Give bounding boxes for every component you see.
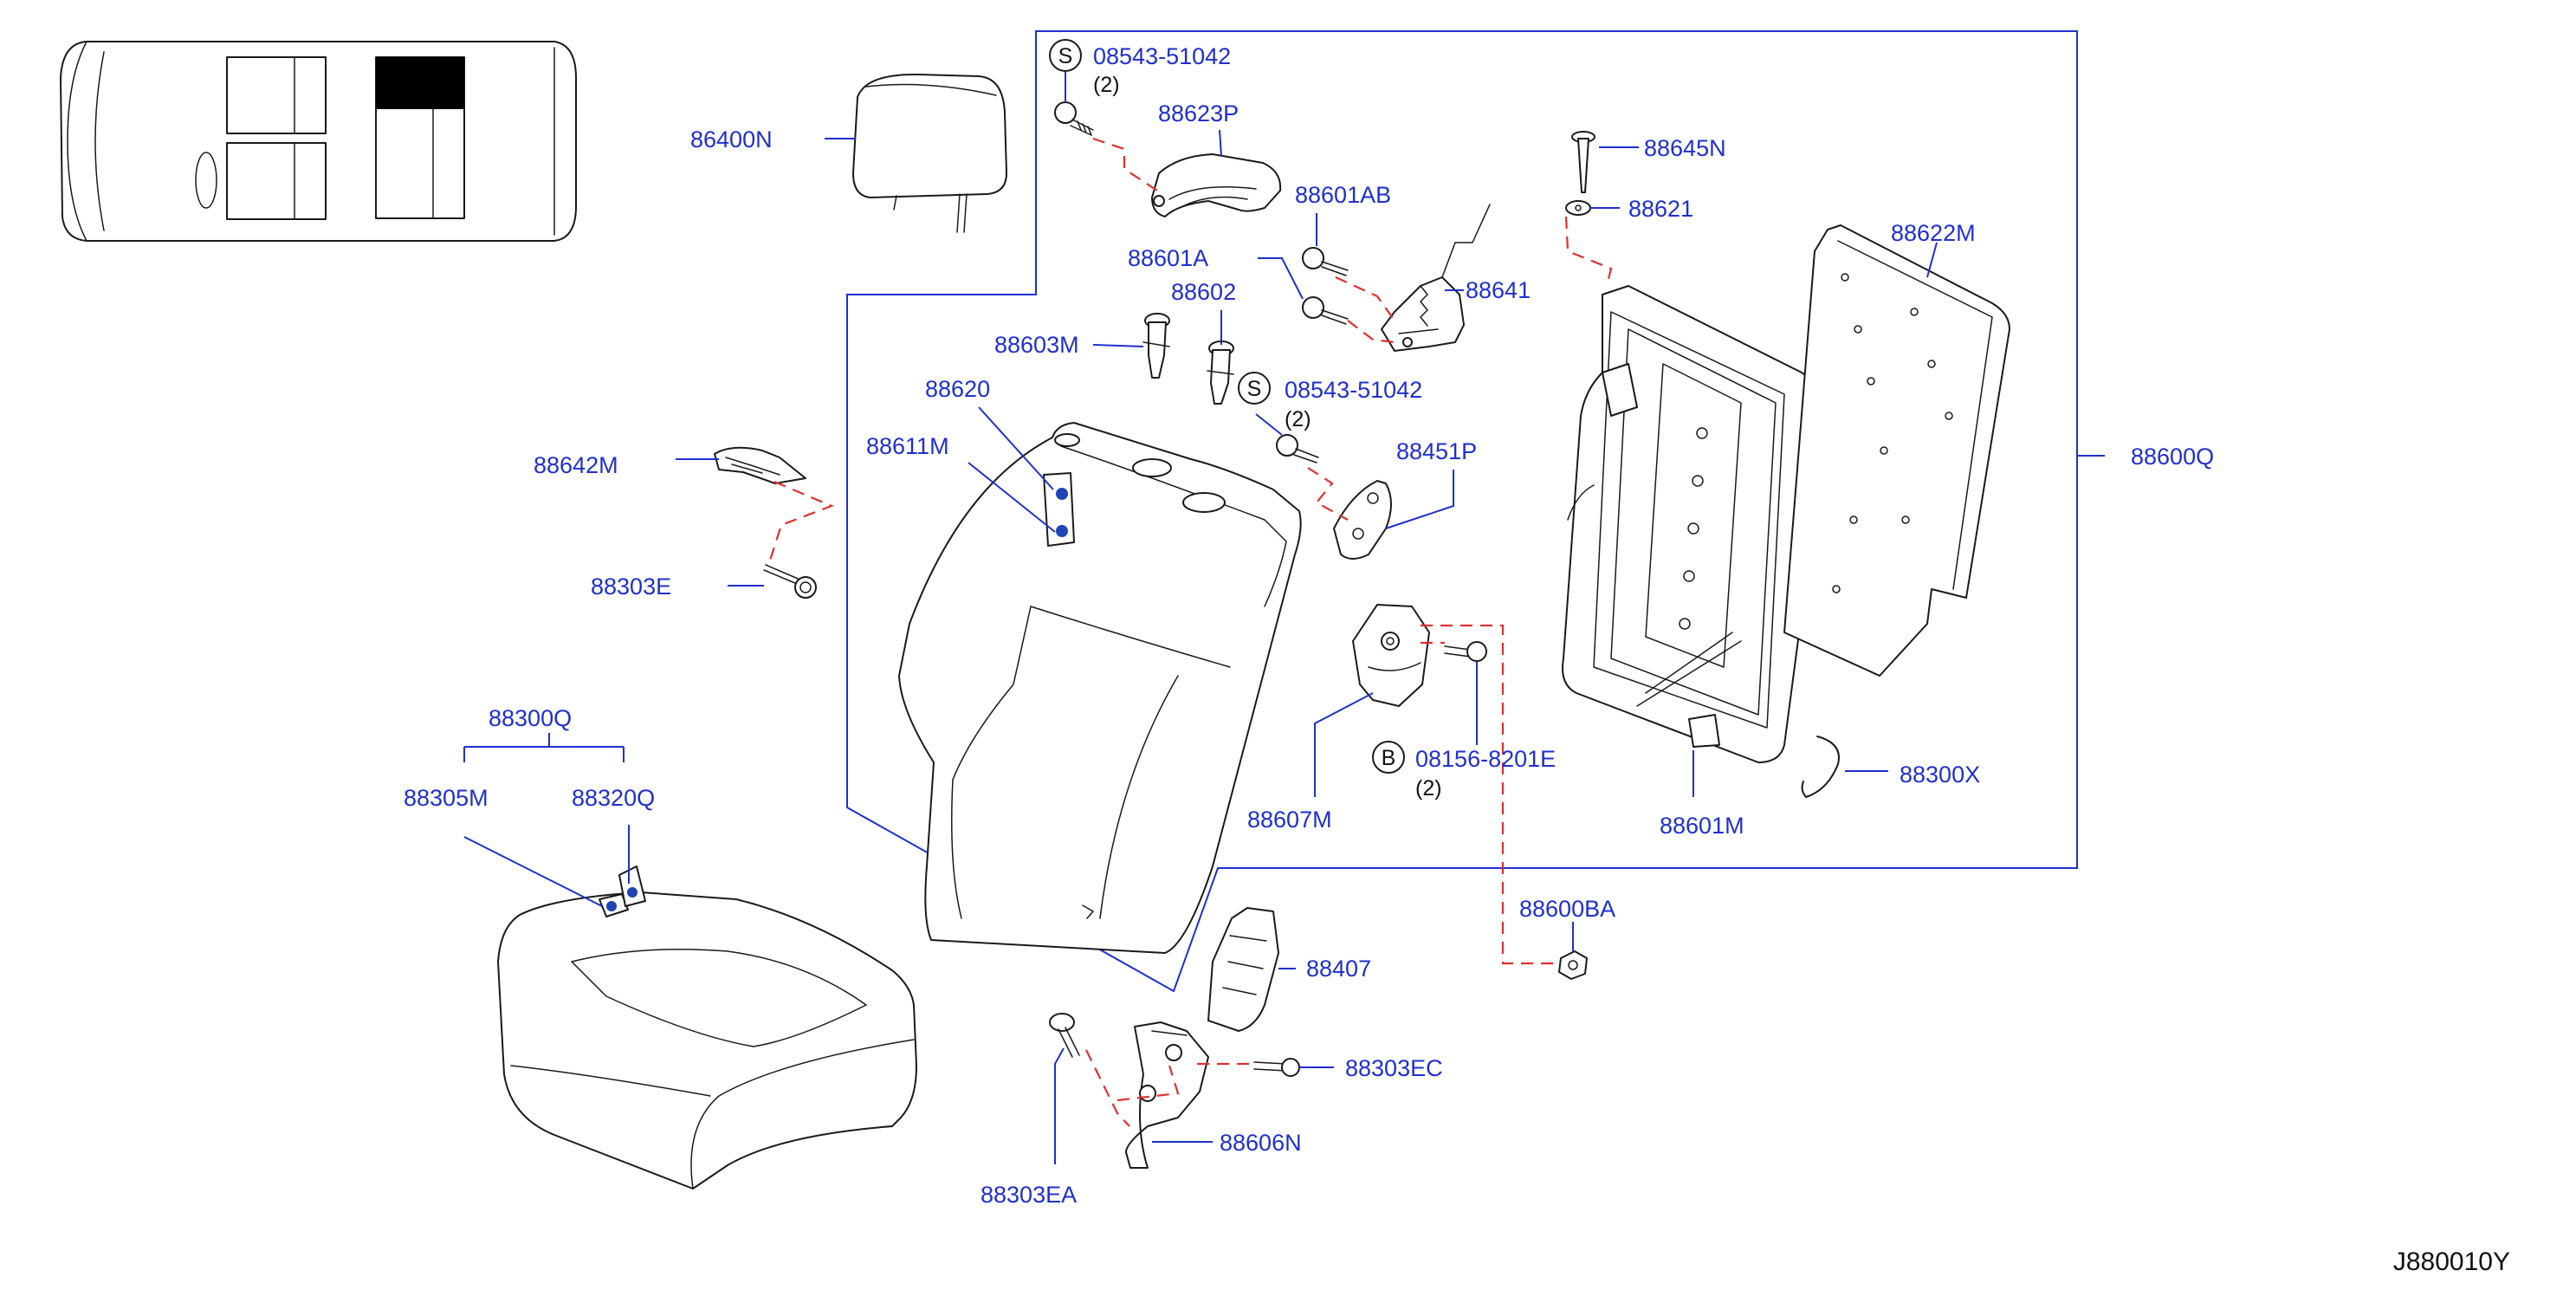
label-86400N: 86400N [690, 126, 773, 152]
latch-88641-part [1381, 204, 1491, 352]
label-08543-51042-lower: 08543-51042 [1285, 377, 1422, 403]
label-88303EA: 88303EA [981, 1182, 1077, 1208]
label-88600Q: 88600Q [2131, 444, 2214, 470]
clip-88603M-part [1142, 313, 1170, 379]
label-88607M: 88607M [1247, 807, 1332, 833]
shaded-seat-indicator [376, 57, 464, 109]
label-88451P: 88451P [1396, 438, 1477, 464]
bolt-88303EA-part [1049, 1013, 1080, 1058]
callout-labels: 86400N 08543-51042 (2) 88623P 88601AB 88… [404, 43, 2214, 1208]
bolt-08156-part [1444, 641, 1487, 662]
label-88622M: 88622M [1891, 220, 1976, 246]
seat-back-pad-part [898, 422, 1302, 954]
symbol-s-lower: S [1238, 372, 1271, 405]
diagram-id: J880010Y [2393, 1248, 2510, 1276]
wire-88300X-part [1801, 736, 1840, 798]
label-88641: 88641 [1466, 277, 1531, 303]
label-88642M: 88642M [534, 452, 618, 478]
symbol-s-lower-text: S [1247, 377, 1262, 401]
label-88645N: 88645N [1644, 135, 1726, 161]
hinge-cover-88642M-part [714, 446, 806, 484]
label-88601AB: 88601AB [1295, 182, 1391, 208]
headrest-part [852, 73, 1007, 233]
label-88606N: 88606N [1220, 1130, 1302, 1156]
seat-back-frame-88601M-part [1562, 285, 1828, 763]
label-88601M: 88601M [1660, 813, 1744, 839]
seat-front-left-icon [226, 56, 327, 134]
symbol-s-upper: S [1049, 39, 1082, 72]
cover-88623P-part [1151, 153, 1282, 217]
label-88303EC: 88303EC [1345, 1055, 1443, 1081]
label-88611M: 88611M [866, 433, 949, 459]
label-qty-lower: (2) [1285, 407, 1311, 431]
symbol-b-text: B [1382, 746, 1396, 770]
symbol-s-upper-text: S [1058, 44, 1073, 68]
label-88320Q: 88320Q [572, 785, 655, 811]
seat-back-assembly-boundary [846, 30, 2078, 993]
label-88300X: 88300X [1900, 762, 1980, 788]
pin-88645N-part [1571, 131, 1595, 193]
hinge-88607M-part [1352, 604, 1430, 707]
symbol-b: B [1372, 741, 1405, 774]
label-08543-51042-upper: 08543-51042 [1093, 43, 1231, 69]
clip-88602-part [1207, 340, 1234, 405]
cover-88407-part [1207, 907, 1279, 1032]
bolt-88601A-part [1302, 296, 1349, 325]
back-board-88622M-part [1783, 224, 2010, 677]
bolt-88303EC-part [1253, 1058, 1300, 1077]
screw-08543-upper-part [1054, 101, 1094, 136]
seat-cushion-part [497, 865, 917, 1190]
label-88621: 88621 [1628, 196, 1693, 222]
nut-88600BA-part [1558, 950, 1588, 980]
bolt-88303E-part [763, 564, 817, 599]
label-08156-8201E: 08156-8201E [1415, 746, 1556, 772]
label-88303E: 88303E [591, 574, 671, 600]
leader-lines [463, 66, 2105, 1164]
screw-08543-lower-part [1276, 434, 1319, 463]
label-qty-bolt: (2) [1415, 776, 1442, 801]
label-88623P: 88623P [1158, 100, 1239, 126]
washer-88621-part [1565, 200, 1591, 216]
label-88600BA: 88600BA [1519, 896, 1615, 922]
assembly-lines [767, 137, 1613, 1127]
bracket-88451P-part [1333, 480, 1392, 560]
label-88300Q: 88300Q [489, 705, 572, 731]
label-88603M: 88603M [994, 332, 1079, 358]
label-88602: 88602 [1171, 279, 1236, 305]
vehicle-top-view-icon [60, 41, 577, 242]
label-88407: 88407 [1306, 956, 1371, 982]
seat-front-right-icon [226, 142, 327, 220]
label-88601A: 88601A [1128, 245, 1208, 271]
bolt-88601AB-part [1302, 247, 1349, 276]
label-88305M: 88305M [404, 785, 489, 811]
label-qty-upper: (2) [1093, 73, 1120, 97]
label-88620: 88620 [925, 376, 990, 402]
